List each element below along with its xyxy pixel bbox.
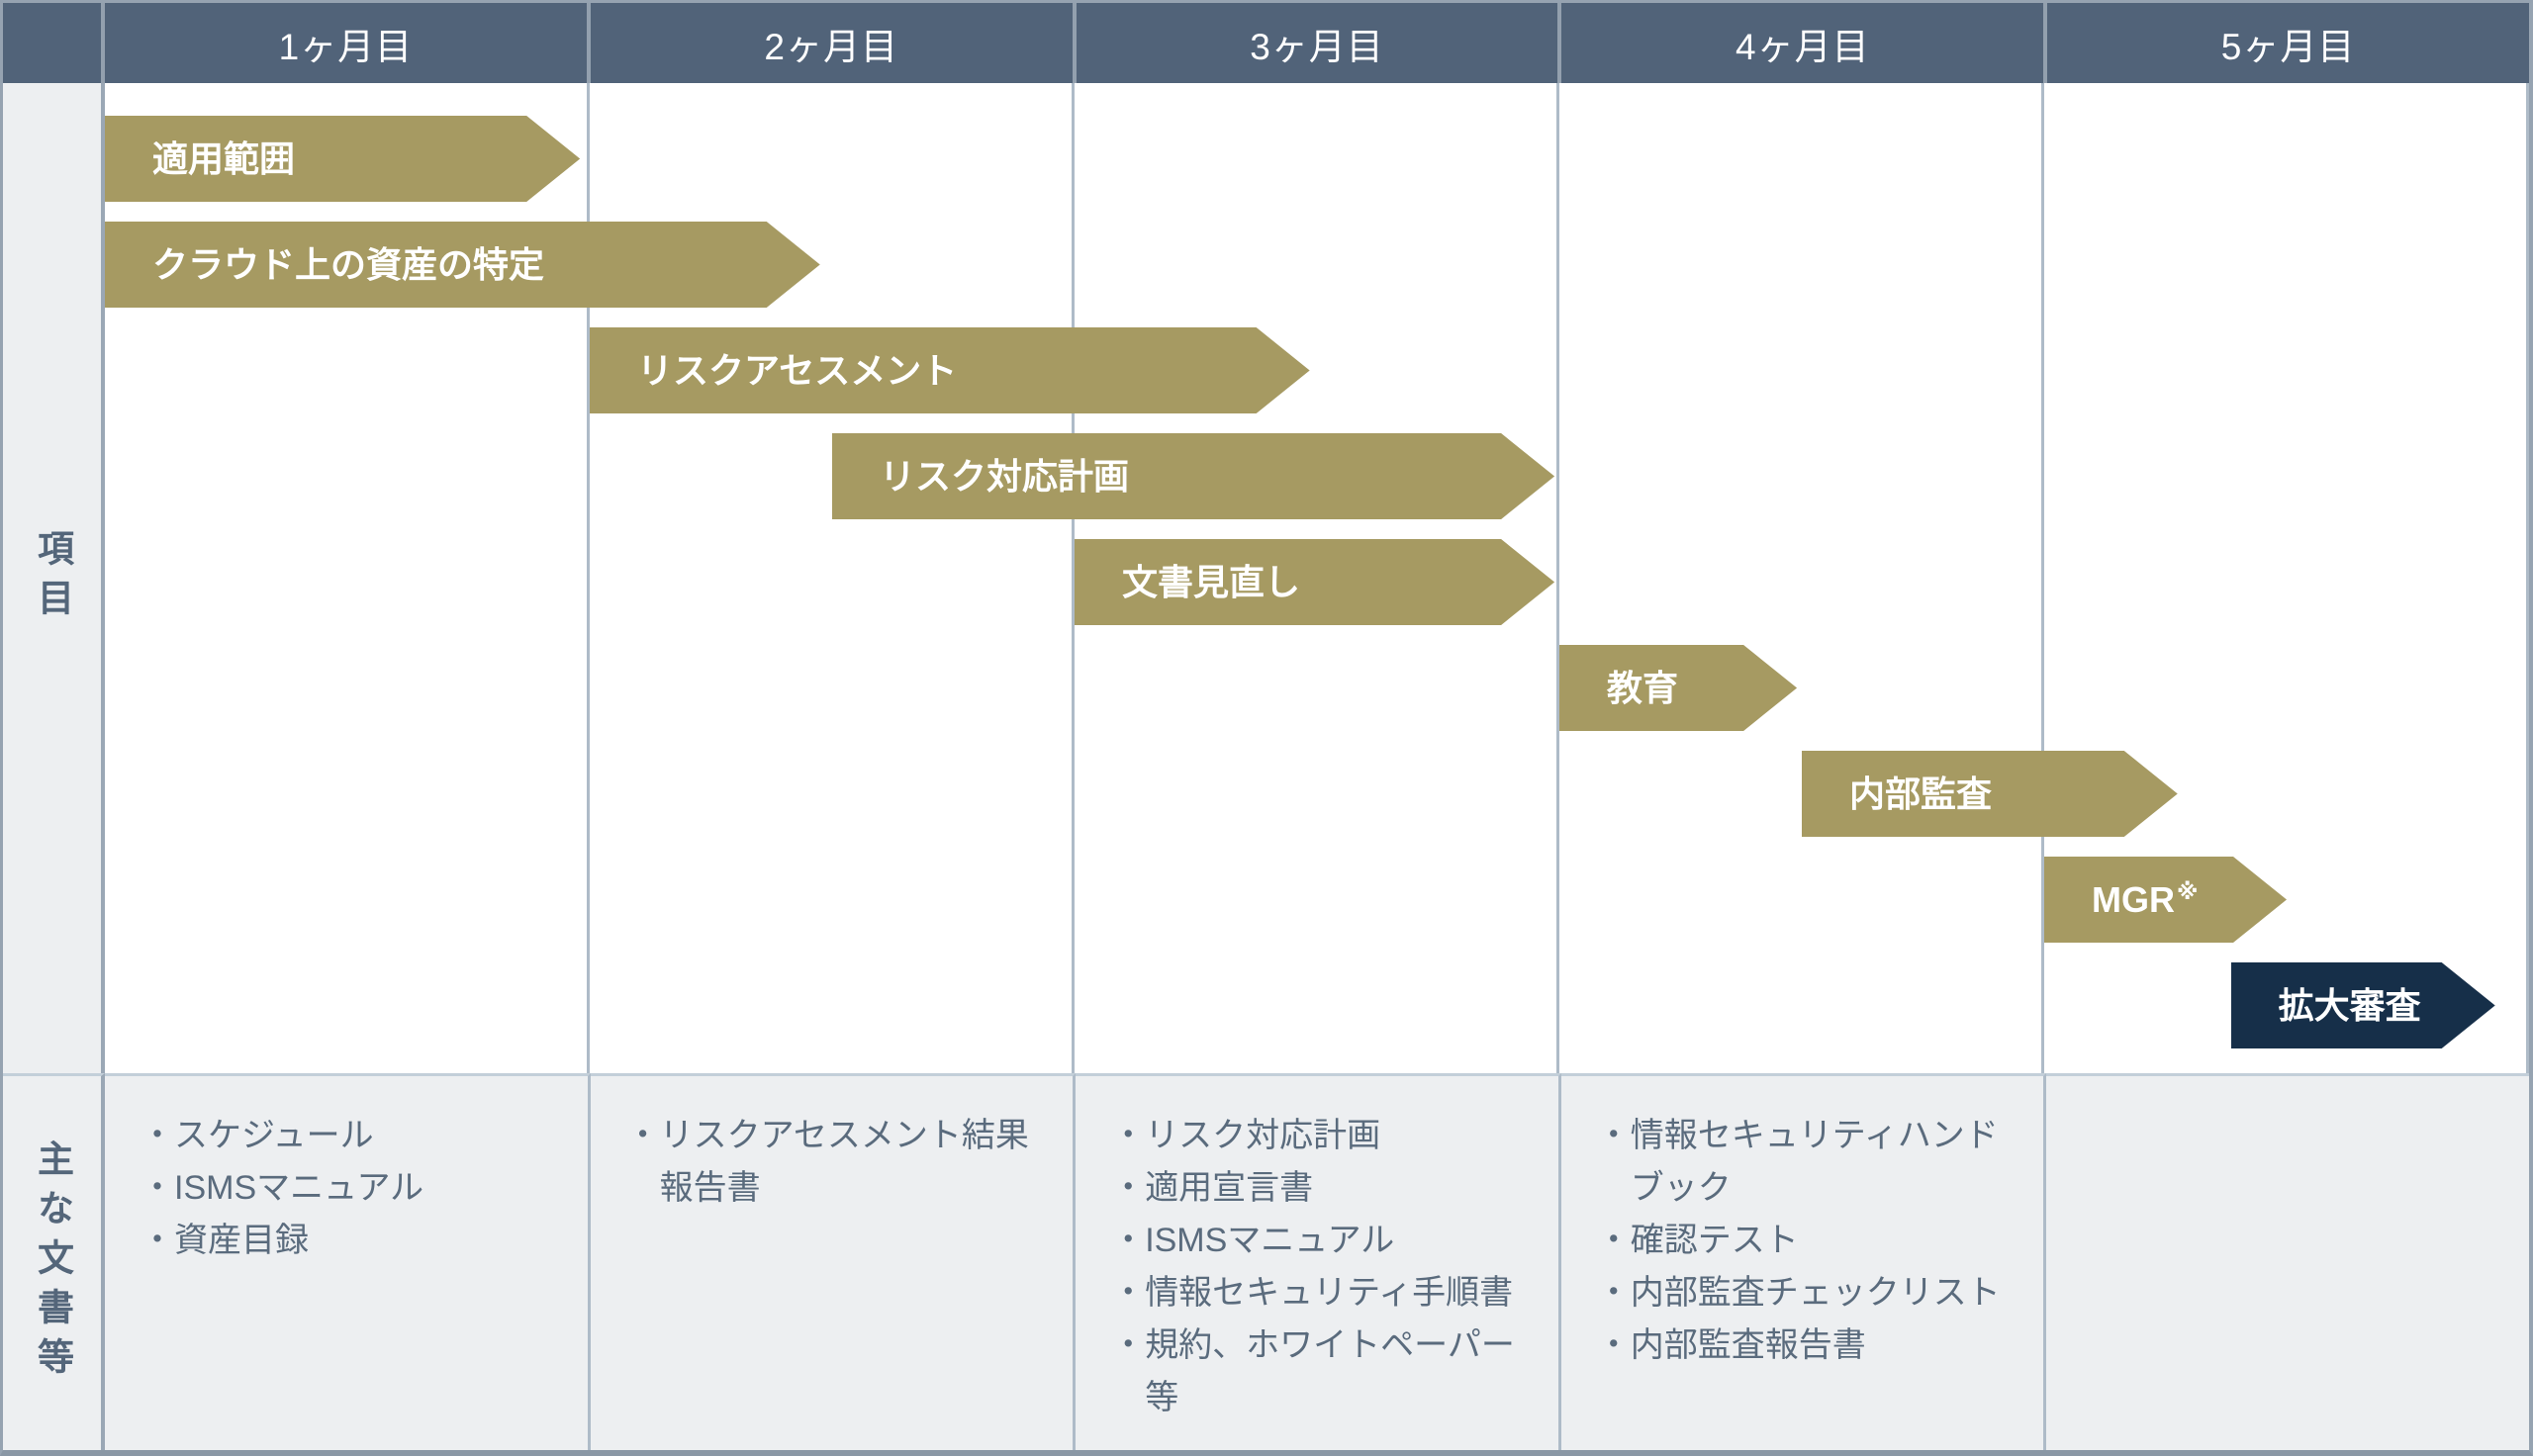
documents-cell: ・情報セキュリティハンド ブック・確認テスト・内部監査チェックリスト・内部監査報… [1560,1073,2047,1450]
month-header-row: 1ヶ月目 2ヶ月目 3ヶ月目 4ヶ月目 5ヶ月目 [3,3,2529,83]
month-header-label: 1ヶ月目 [278,26,414,67]
gantt-bar-expansion-audit: 拡大審査 [2231,962,2495,1048]
bullet: ・ [1596,1117,1631,1154]
document-name: 資産目録 [174,1222,309,1259]
document-name: 内部監査チェックリスト [1630,1274,2001,1312]
month-header-cell: 2ヶ月目 [590,3,1077,83]
document-name: 確認テスト [1630,1222,1799,1259]
gantt-bar-task: クラウド上の資産の特定 [105,222,820,308]
document-name: スケジュール [174,1117,374,1154]
documents-row: 主な文書等 ・スケジュール・ISMSマニュアル・資産目録・リスクアセスメント結果… [3,1073,2529,1450]
document-list-item: ・リスクアセスメント結果 報告書 [626,1110,1062,1215]
bullet: ・ [1111,1274,1146,1312]
gantt-bar-task: リスク対応計画 [832,433,1554,519]
bullet: ・ [1111,1222,1146,1259]
document-list-item: ・リスク対応計画 [1111,1110,1547,1162]
month-header-cell: 4ヶ月目 [1561,3,2048,83]
gantt-bar-label: リスクアセスメント [637,350,958,391]
bullet: ・ [625,1117,660,1154]
tasks-row-label-cell: 項目 [3,83,105,1073]
document-name: リスクアセスメント結果 報告書 [659,1117,1029,1207]
month-column [105,83,590,1073]
document-list-item: ・内部監査チェックリスト [1597,1267,2032,1320]
month-header-cell: 5ヶ月目 [2047,3,2529,83]
month-header-label: 3ヶ月目 [1250,26,1384,67]
tasks-row: 項目 適用範囲クラウド上の資産の特定リスクアセスメントリスク対応計画文書見直し教… [3,83,2529,1073]
bullet: ・ [141,1169,174,1207]
month-header-cell: 3ヶ月目 [1076,3,1562,83]
bullet: ・ [1596,1274,1631,1312]
documents-row-label: 主な文書等 [32,1139,73,1387]
bullet: ・ [1111,1169,1146,1207]
documents-cell: ・リスクアセスメント結果 報告書 [590,1073,1077,1450]
documents-cell [2046,1073,2529,1450]
document-name: ISMSマニュアル [1145,1222,1395,1259]
bullet: ・ [141,1222,174,1259]
documents-cell: ・リスク対応計画・適用宣言書・ISMSマニュアル・情報セキュリティ手順書・規約、… [1076,1073,1561,1450]
header-corner-cell [3,3,105,83]
gantt-bar-label-superscript: ※ [2177,879,2199,904]
gantt-bar-task: 教育 [1559,645,1797,731]
gantt-bar-label: 内部監査 [1849,774,1993,814]
gantt-bar-label: 文書見直し [1122,562,1301,602]
document-name: ISMSマニュアル [174,1169,424,1207]
gantt-bar-label: 教育 [1607,668,1679,708]
document-list-item: ・情報セキュリティハンド ブック [1597,1110,2032,1215]
documents-cell: ・スケジュール・ISMSマニュアル・資産目録 [105,1073,591,1450]
gantt-bar-label: リスク対応計画 [880,456,1130,497]
gantt-bar-task: MGR※ [2044,857,2287,943]
month-column [1559,83,2044,1073]
document-name: リスク対応計画 [1145,1117,1381,1154]
month-header-label: 4ヶ月目 [1736,26,1870,67]
bullet: ・ [1111,1117,1146,1154]
document-list-item: ・適用宣言書 [1111,1162,1547,1215]
bullet: ・ [141,1117,174,1154]
gantt-bar-task: 文書見直し [1075,539,1554,625]
month-column [590,83,1075,1073]
bullet: ・ [1111,1326,1146,1364]
documents-row-label-cell: 主な文書等 [3,1073,105,1450]
gantt-bar-task: 適用範囲 [105,116,580,202]
document-name: 情報セキュリティ手順書 [1145,1274,1514,1312]
month-header-cell: 1ヶ月目 [105,3,591,83]
gantt-bars-layer: 適用範囲クラウド上の資産の特定リスクアセスメントリスク対応計画文書見直し教育内部… [105,83,2529,1073]
gantt-bar-label: クラウド上の資産の特定 [152,244,545,285]
document-name: 適用宣言書 [1145,1169,1314,1207]
month-column [1075,83,1559,1073]
tasks-row-label: 項目 [32,528,73,628]
document-name: 規約、ホワイトペーパー 等 [1145,1326,1515,1416]
bullet: ・ [1596,1326,1631,1364]
document-list-item: ・確認テスト [1597,1215,2032,1267]
gantt-bar-task: 内部監査 [1802,751,2178,837]
month-header-label: 2ヶ月目 [764,26,898,67]
month-header-label: 5ヶ月目 [2220,26,2356,67]
document-name: 内部監査報告書 [1630,1326,1866,1364]
bullet: ・ [1596,1222,1631,1259]
document-list-item: ・資産目録 [141,1215,576,1267]
document-name: 情報セキュリティハンド ブック [1630,1117,1999,1207]
gantt-bar-task: リスクアセスメント [590,327,1310,413]
document-list-item: ・規約、ホワイトペーパー 等 [1111,1320,1547,1424]
document-list-item: ・情報セキュリティ手順書 [1111,1267,1547,1320]
month-column [2044,83,2529,1073]
document-list-item: ・内部監査報告書 [1597,1320,2032,1372]
document-list-item: ・スケジュール [141,1110,576,1162]
gantt-chart-area: 適用範囲クラウド上の資産の特定リスクアセスメントリスク対応計画文書見直し教育内部… [105,83,2529,1073]
gantt-bar-label: 適用範囲 [152,138,296,179]
gantt-bar-label: MGR [2092,879,2175,920]
document-list-item: ・ISMSマニュアル [141,1162,576,1215]
document-list-item: ・ISMSマニュアル [1111,1215,1547,1267]
gantt-bar-label: 拡大審査 [2278,985,2421,1026]
